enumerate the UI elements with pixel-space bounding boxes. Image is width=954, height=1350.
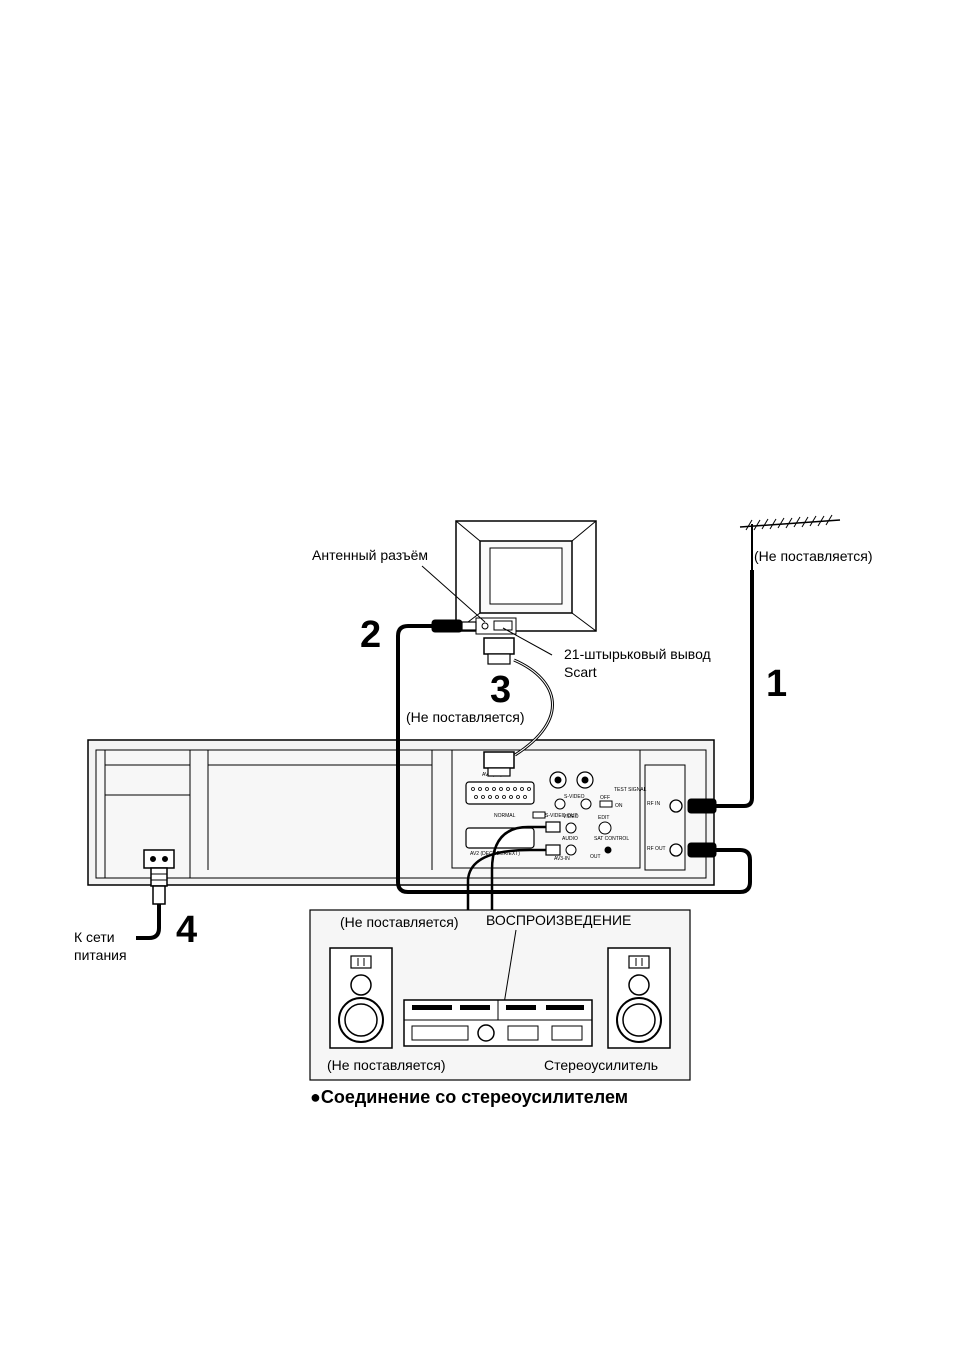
rf-out-label: RF OUT <box>647 846 666 852</box>
left-speaker <box>329 947 393 1049</box>
amp-not-supplied-bottom-label: (Не поставляется) <box>327 1057 446 1073</box>
antenna-not-supplied-label: (Не поставляется) <box>754 548 873 564</box>
right-speaker <box>607 947 671 1049</box>
scart-cable <box>483 637 554 777</box>
diagram-caption: ●Соединение со стереоусилителем <box>310 1087 629 1107</box>
leader-lines <box>421 565 553 656</box>
scart-label-line2: Scart <box>564 664 597 680</box>
normal-label: NORMAL <box>494 813 516 819</box>
on-label: ON <box>615 803 623 809</box>
scart-not-supplied-label: (Не поставляется) <box>406 709 525 725</box>
edit-label: EDIT <box>598 815 609 821</box>
step-3-number: 3 <box>490 669 512 711</box>
antenna-socket-label: Антенный разъём <box>312 547 429 563</box>
video-label: VIDEO <box>563 814 579 820</box>
rf-cable-to-tv <box>396 619 752 894</box>
mains-cable <box>136 867 168 940</box>
mains-label-line1: К сети <box>74 929 115 945</box>
playback-label: ВОСПРОИЗВЕДЕНИЕ <box>486 912 632 928</box>
step-1-number: 1 <box>766 663 788 705</box>
audio-label: AUDIO <box>562 836 578 842</box>
off-label: OFF <box>600 795 610 801</box>
step-4-number: 4 <box>176 909 198 951</box>
test-signal-label: TEST SIGNAL <box>614 787 647 793</box>
stereo-amp-label: Стереоусилитель <box>544 1057 659 1073</box>
amplifier-unit <box>403 999 593 1047</box>
step-2-number: 2 <box>360 614 382 656</box>
amp-not-supplied-top-label: (Не поставляется) <box>340 914 459 930</box>
out-label: OUT <box>590 854 601 860</box>
rf-in-label: RF IN <box>647 801 660 807</box>
svideo-out-label: S-VIDEO OUT <box>545 813 578 819</box>
svideo-label: S-VIDEO <box>564 794 585 800</box>
sat-control-label: SAT CONTROL <box>594 836 629 842</box>
stereo-system <box>309 909 691 1081</box>
av3-label: AV3-IN <box>554 856 570 862</box>
vcr-rear <box>87 739 715 886</box>
mains-label-line2: питания <box>74 947 127 963</box>
tv-set <box>455 520 597 635</box>
antenna <box>739 514 841 570</box>
scart-label-line1: 21-штырьковый вывод <box>564 646 711 662</box>
antenna-cable <box>687 570 754 814</box>
